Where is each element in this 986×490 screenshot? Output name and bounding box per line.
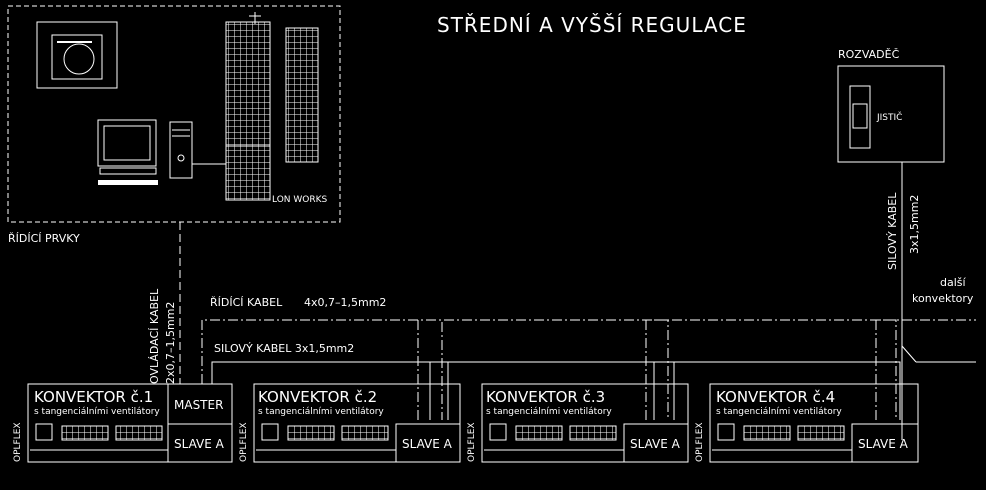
slave-label: SLAVE A bbox=[402, 437, 453, 451]
distribution-board-box bbox=[837, 65, 945, 163]
control-cable-spec: 4x0,7–1,5mm2 bbox=[304, 296, 386, 309]
convector-subtitle: s tangenciálními ventilátory bbox=[258, 407, 384, 417]
power-cable-bus bbox=[211, 345, 976, 420]
computer-monitor-icon bbox=[97, 119, 158, 185]
power-cable-label: SILOVÝ KABEL 3x1,5mm2 bbox=[214, 342, 354, 355]
breaker-label: JISTIČ bbox=[876, 111, 902, 123]
control-cable-bus bbox=[201, 319, 976, 420]
operating-cable-label: OVLÁDACÍ KABEL bbox=[148, 288, 161, 384]
convector-3: KONVEKTOR č.3 s tangenciálními ventiláto… bbox=[467, 383, 689, 463]
convector-subtitle: s tangenciálními ventilátory bbox=[34, 407, 160, 417]
convector-subtitle: s tangenciálními ventilátory bbox=[716, 407, 842, 417]
slave-module bbox=[395, 423, 461, 463]
fan-icon bbox=[743, 425, 791, 441]
other-convectors-label-2: konvektory bbox=[912, 292, 974, 305]
convector-1: KONVEKTOR č.1 s tangenciálními ventiláto… bbox=[13, 383, 233, 463]
other-convectors-label-1: další bbox=[940, 276, 967, 289]
pipe-label: OPLFLEX bbox=[239, 422, 249, 462]
slave-label: SLAVE A bbox=[858, 437, 909, 451]
lon-works-label: LON WORKS bbox=[272, 195, 328, 205]
fan-icon bbox=[515, 425, 563, 441]
power-cable-vertical-spec: 3x1,5mm2 bbox=[908, 195, 921, 254]
slave-module bbox=[851, 423, 919, 463]
slave-label: SLAVE A bbox=[630, 437, 681, 451]
valve-icon bbox=[717, 423, 735, 441]
pipe-label: OPLFLEX bbox=[467, 422, 477, 462]
fan-icon bbox=[341, 425, 389, 441]
master-label: MASTER bbox=[174, 398, 223, 412]
convector-name: KONVEKTOR č.4 bbox=[716, 388, 835, 406]
slave-label: SLAVE A bbox=[174, 437, 225, 451]
convector-name: KONVEKTOR č.1 bbox=[34, 388, 153, 406]
diagram-title: STŘEDNÍ A VYŠŠÍ REGULACE bbox=[437, 13, 747, 37]
thermostat-icon bbox=[36, 21, 118, 89]
fan-icon bbox=[61, 425, 109, 441]
valve-icon bbox=[261, 423, 279, 441]
convector-4: KONVEKTOR č.4 s tangenciálními ventiláto… bbox=[695, 383, 919, 463]
breaker-icon bbox=[849, 85, 871, 149]
control-cable-label: ŘÍDÍCÍ KABEL bbox=[210, 296, 283, 309]
building-tall-icon bbox=[225, 12, 271, 201]
building-small-icon bbox=[285, 27, 319, 163]
fan-icon bbox=[569, 425, 617, 441]
distribution-board-label: ROZVADĚČ bbox=[838, 48, 900, 61]
convector-name: KONVEKTOR č.2 bbox=[258, 388, 377, 406]
valve-icon bbox=[35, 423, 53, 441]
slave-module bbox=[167, 423, 233, 463]
fan-icon bbox=[797, 425, 845, 441]
convector-2: KONVEKTOR č.2 s tangenciálními ventiláto… bbox=[239, 383, 461, 463]
convector-subtitle: s tangenciálními ventilátory bbox=[486, 407, 612, 417]
pipe-label: OPLFLEX bbox=[695, 422, 705, 462]
convector-name: KONVEKTOR č.3 bbox=[486, 388, 605, 406]
operating-cable-spec: 2x0,7–1,5mm2 bbox=[164, 302, 177, 384]
control-area-label: ŘÍDÍCÍ PRVKY bbox=[8, 232, 80, 245]
fan-icon bbox=[287, 425, 335, 441]
pipe-label: OPLFLEX bbox=[13, 422, 23, 462]
pc-tower-icon bbox=[169, 121, 226, 179]
fan-icon bbox=[115, 425, 163, 441]
power-cable-vertical-label: SILOVÝ KABEL bbox=[886, 192, 899, 270]
valve-icon bbox=[489, 423, 507, 441]
control-area-box bbox=[7, 5, 341, 223]
slave-module bbox=[623, 423, 689, 463]
